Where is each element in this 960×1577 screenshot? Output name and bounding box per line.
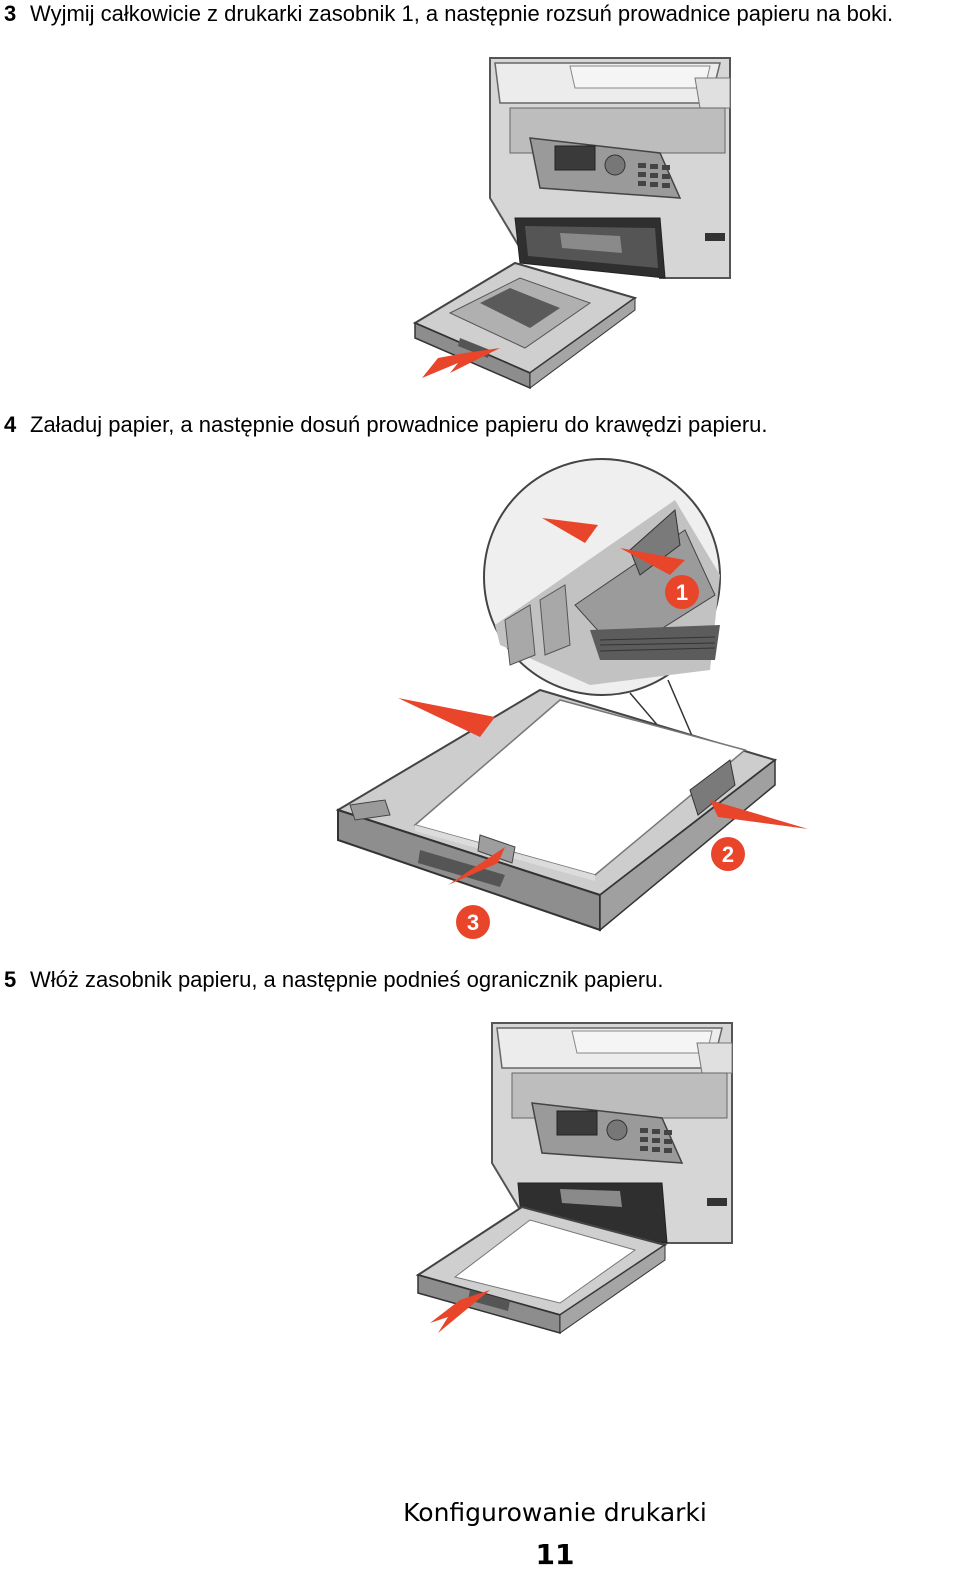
callout-1-label: 1: [676, 580, 688, 605]
guide-push-arrow-icon: [448, 847, 505, 885]
step-text: Włóż zasobnik papieru, a następnie podni…: [30, 967, 664, 992]
detail-arrow-icon: [542, 518, 598, 543]
step-5: 5 Włóż zasobnik papieru, a następnie podn…: [4, 966, 664, 994]
tray-with-paper-illustration: [335, 688, 778, 932]
pull-out-arrow-icon: [422, 348, 500, 378]
load-paper-illustration: 1 2 3: [335, 458, 808, 939]
paper-tray-illustration: [412, 261, 638, 390]
step-3: 3 Wyjmij całkowicie z drukarki zasobnik 1…: [4, 0, 893, 28]
step-text: Wyjmij całkowicie z drukarki zasobnik 1,…: [30, 1, 894, 26]
section-title: Konfigurowanie drukarki: [403, 1498, 707, 1527]
guide-detail-magnifier: 1: [483, 458, 721, 776]
step-text: Załaduj papier, a następnie dosuń prowad…: [30, 412, 768, 437]
step-4: 4 Załaduj papier, a następnie dosuń prowa…: [4, 411, 768, 439]
step-number: 3: [4, 1, 17, 26]
callout-2: [711, 837, 745, 871]
callout-3: [456, 905, 490, 939]
printer-illustration: [489, 57, 731, 279]
step-number: 5: [4, 967, 17, 992]
guide-push-arrow-icon: [710, 800, 808, 829]
detail-arrow-icon: [620, 548, 685, 575]
callout-1: [665, 575, 699, 609]
printer-tray-removed-illustration: [412, 57, 731, 390]
printer-illustration: [491, 1022, 733, 1244]
callout-3-label: 3: [467, 910, 479, 935]
page-number: 11: [535, 1538, 575, 1571]
step-number: 4: [4, 412, 17, 437]
guide-push-arrow-icon: [398, 698, 495, 737]
push-in-arrow-icon: [430, 1290, 490, 1333]
paper-tray-illustration: [415, 1205, 668, 1334]
callout-2-label: 2: [722, 842, 734, 867]
insert-tray-illustration: [415, 1022, 733, 1334]
